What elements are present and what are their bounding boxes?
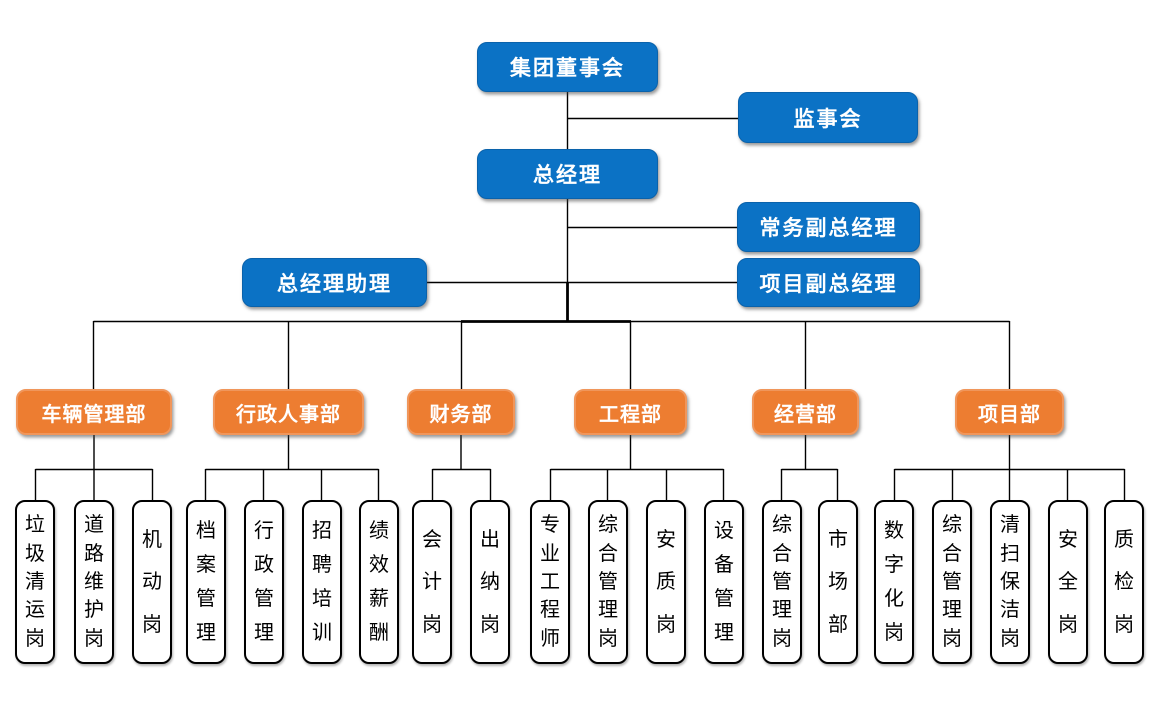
node-pos-accounting: 会计岗 bbox=[412, 500, 452, 664]
node-dept-admin-hr: 行政人事部 bbox=[213, 389, 364, 435]
node-pos-road-maintenance: 道路维护岗 bbox=[74, 500, 114, 664]
node-label: 质检岗 bbox=[1114, 528, 1134, 636]
node-executive-deputy-gm: 常务副总经理 bbox=[737, 202, 920, 252]
node-label: 财务部 bbox=[429, 403, 493, 426]
node-general-manager: 总经理 bbox=[477, 149, 658, 199]
node-label: 机动岗 bbox=[142, 528, 162, 636]
node-pos-admin-mgmt: 行政管理 bbox=[244, 500, 284, 664]
node-label: 专业工程师 bbox=[540, 514, 560, 650]
node-label: 总经理助理 bbox=[277, 272, 392, 296]
node-pos-cashier: 出纳岗 bbox=[470, 500, 510, 664]
node-pos-quality-inspection: 质检岗 bbox=[1104, 500, 1144, 664]
connector-dept-admin-hr bbox=[204, 435, 380, 500]
node-label: 车辆管理部 bbox=[41, 403, 147, 426]
node-pos-general-mgmt-proj: 综合管理岗 bbox=[932, 500, 972, 664]
node-label: 会计岗 bbox=[422, 528, 442, 636]
node-label: 档案管理 bbox=[196, 520, 216, 644]
node-label: 垃圾清运岗 bbox=[25, 514, 45, 650]
node-dept-vehicle-mgmt: 车辆管理部 bbox=[16, 389, 172, 435]
node-pos-safety-quality: 安质岗 bbox=[646, 500, 686, 664]
node-label: 出纳岗 bbox=[480, 528, 500, 636]
node-label: 项目部 bbox=[978, 403, 1041, 426]
node-label: 综合管理岗 bbox=[772, 514, 792, 650]
node-label: 监事会 bbox=[793, 107, 863, 131]
node-pos-safety: 安全岗 bbox=[1048, 500, 1088, 664]
connector-dept-project bbox=[893, 435, 1126, 500]
node-label: 行政人事部 bbox=[236, 403, 341, 426]
node-dept-engineering: 工程部 bbox=[574, 389, 687, 435]
node-pos-recruit-training: 招聘培训 bbox=[302, 500, 342, 664]
node-label: 清扫保洁岗 bbox=[1000, 514, 1020, 650]
node-label: 绩效薪酬 bbox=[369, 520, 389, 644]
node-label: 集团董事会 bbox=[510, 57, 625, 80]
node-gm-assistant: 总经理助理 bbox=[242, 258, 427, 307]
node-pos-professional-engineer: 专业工程师 bbox=[530, 500, 570, 664]
node-dept-finance: 财务部 bbox=[407, 389, 515, 435]
node-label: 设备管理 bbox=[714, 520, 734, 644]
connector-top-level bbox=[427, 92, 738, 322]
node-label: 总经理 bbox=[533, 164, 602, 187]
node-pos-market: 市场部 bbox=[818, 500, 858, 664]
node-pos-general-mgmt-ops: 综合管理岗 bbox=[762, 500, 802, 664]
node-label: 安全岗 bbox=[1058, 528, 1078, 636]
node-pos-general-mgmt-eng: 综合管理岗 bbox=[588, 500, 628, 664]
node-pos-archives-mgmt: 档案管理 bbox=[186, 500, 226, 664]
node-project-deputy-gm: 项目副总经理 bbox=[737, 258, 920, 307]
node-pos-equipment-mgmt: 设备管理 bbox=[704, 500, 744, 664]
node-pos-digitalization: 数字化岗 bbox=[874, 500, 914, 664]
node-label: 安质岗 bbox=[656, 528, 676, 636]
node-group-board: 集团董事会 bbox=[477, 42, 658, 92]
node-label: 市场部 bbox=[828, 528, 848, 636]
node-supervisory-board: 监事会 bbox=[738, 92, 918, 143]
connector-department-bus bbox=[92, 320, 1011, 389]
node-label: 项目副总经理 bbox=[759, 272, 898, 296]
connector-dept-operations bbox=[780, 435, 839, 500]
node-dept-project: 项目部 bbox=[955, 389, 1064, 435]
node-pos-performance-pay: 绩效薪酬 bbox=[359, 500, 399, 664]
node-pos-cleaning: 清扫保洁岗 bbox=[990, 500, 1030, 664]
node-label: 常务副总经理 bbox=[759, 217, 898, 240]
node-label: 招聘培训 bbox=[312, 520, 332, 644]
node-pos-garbage-clearance: 垃圾清运岗 bbox=[15, 500, 55, 664]
node-label: 综合管理岗 bbox=[942, 514, 962, 650]
node-label: 综合管理岗 bbox=[598, 514, 618, 650]
connector-dept-engineering bbox=[549, 435, 725, 500]
node-label: 道路维护岗 bbox=[84, 514, 104, 650]
node-label: 经营部 bbox=[774, 403, 837, 426]
node-label: 数字化岗 bbox=[884, 520, 904, 644]
node-pos-mobile: 机动岗 bbox=[132, 500, 172, 664]
node-dept-operations: 经营部 bbox=[752, 389, 859, 435]
connector-dept-finance bbox=[431, 435, 492, 500]
node-label: 行政管理 bbox=[254, 520, 274, 644]
node-label: 工程部 bbox=[599, 403, 662, 426]
connector-dept-vehicle-mgmt bbox=[34, 435, 154, 500]
